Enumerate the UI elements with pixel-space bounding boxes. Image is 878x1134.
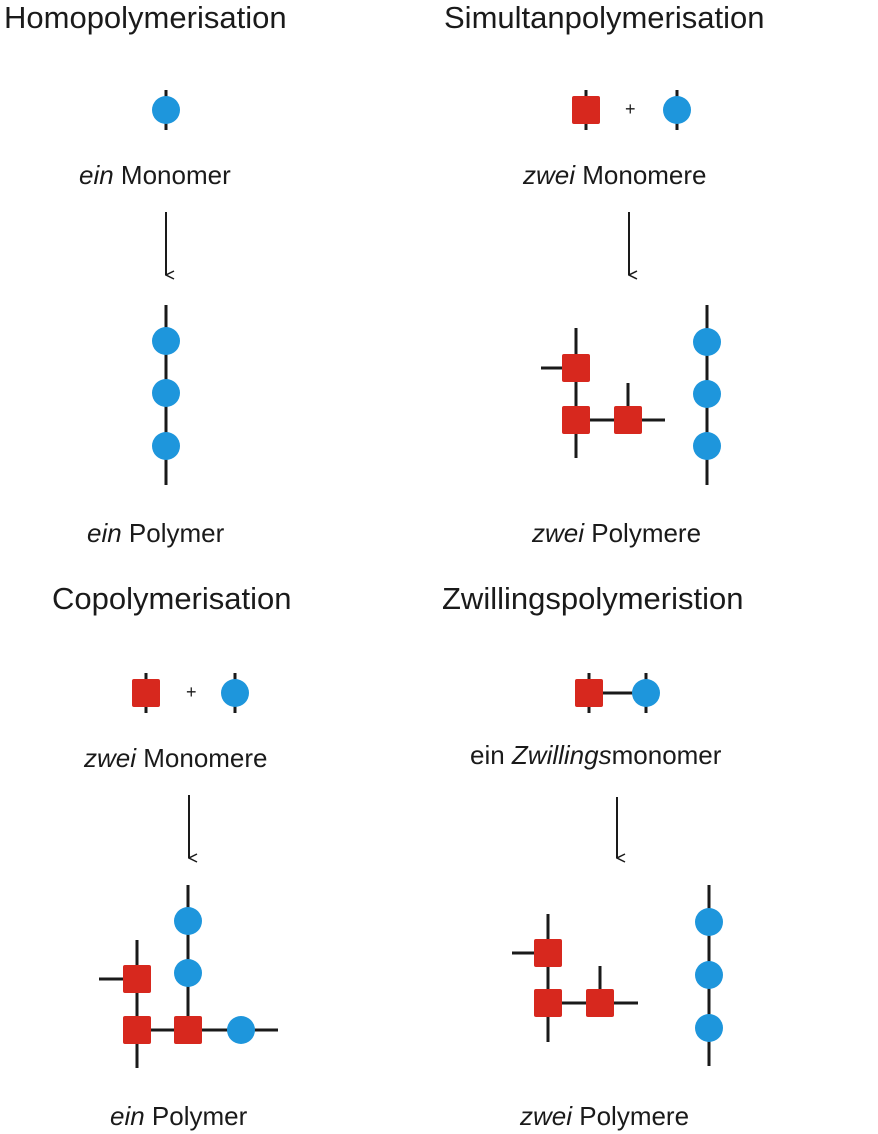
monomer-square [123, 1016, 151, 1044]
monomer-square [562, 406, 590, 434]
monomer-square [614, 406, 642, 434]
monomer-square [123, 965, 151, 993]
caption-simultan-monomer: zwei Monomere [523, 160, 707, 191]
monomer-circle [227, 1016, 255, 1044]
monomer-square [534, 939, 562, 967]
caption-text: Polymer [121, 518, 225, 548]
monomer-square [534, 989, 562, 1017]
caption-copoly-monomer: zwei Monomere [84, 743, 268, 774]
monomer-circle [152, 379, 180, 407]
title-copolymerisation: Copolymerisation [52, 581, 292, 616]
caption-zwilling-monomer: ein Zwillingsmonomer [470, 740, 721, 771]
caption-homo-polymer: ein Polymer [87, 518, 224, 549]
caption-text: Polymere [584, 518, 702, 548]
plus-sign-copoly: + [186, 682, 197, 702]
monomer-circle [174, 907, 202, 935]
monomer-square [132, 679, 160, 707]
monomer-circle [632, 679, 660, 707]
monomer-square [572, 96, 600, 124]
monomer-circle [152, 327, 180, 355]
caption-italic: ein [79, 160, 114, 190]
caption-text-pre: ein [470, 740, 512, 770]
monomer-circle [695, 1014, 723, 1042]
monomer-circle [695, 961, 723, 989]
caption-homo-monomer: ein Monomer [79, 160, 231, 191]
monomer-square [575, 679, 603, 707]
caption-italic: zwei [532, 518, 585, 548]
caption-text: monomer [611, 740, 722, 770]
caption-text: Monomer [113, 160, 231, 190]
monomer-circle [221, 679, 249, 707]
caption-text: Monomere [575, 160, 707, 190]
monomer-circle [693, 328, 721, 356]
title-homopolymerisation: Homopolymerisation [4, 0, 287, 35]
caption-text: Polymer [144, 1101, 248, 1131]
caption-text: Monomere [136, 743, 268, 773]
caption-text: Polymere [572, 1101, 690, 1131]
monomer-circle [174, 959, 202, 987]
monomer-circle [152, 432, 180, 460]
title-zwillingspolymerisation: Zwillingspolymeristion [442, 581, 744, 616]
monomer-circle [152, 96, 180, 124]
caption-zwilling-polymer: zwei Polymere [520, 1101, 689, 1132]
plus-sign-simultan: + [625, 99, 636, 119]
caption-italic: zwei [520, 1101, 573, 1131]
caption-italic: zwei [523, 160, 576, 190]
monomer-square [586, 989, 614, 1017]
monomer-circle [695, 908, 723, 936]
monomer-circle [663, 96, 691, 124]
caption-simultan-polymer: zwei Polymere [532, 518, 701, 549]
caption-italic: Zwillings [511, 740, 612, 770]
monomer-square [174, 1016, 202, 1044]
monomer-square [562, 354, 590, 382]
caption-italic: ein [110, 1101, 145, 1131]
title-simultanpolymerisation: Simultanpolymerisation [444, 0, 765, 35]
caption-italic: ein [87, 518, 122, 548]
caption-italic: zwei [84, 743, 137, 773]
monomer-circle [693, 380, 721, 408]
caption-copoly-polymer: ein Polymer [110, 1101, 247, 1132]
monomer-circle [693, 432, 721, 460]
